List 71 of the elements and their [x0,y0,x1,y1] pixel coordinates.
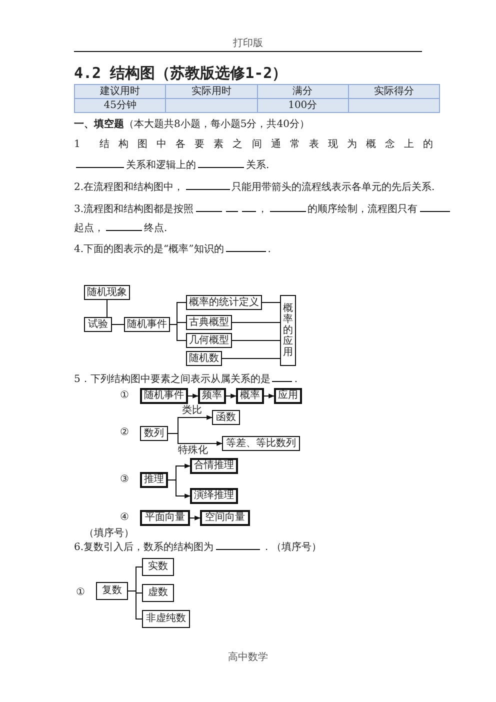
concept-box: 频率 [198,388,226,404]
table-header: 满分 [292,86,313,96]
question-text: 关系. [246,160,270,171]
page-footer: 高中数学 [228,650,268,664]
table-value: 100分 [288,100,318,110]
table-header: 实际用时 [191,86,232,96]
concept-box: 函数 [212,410,240,425]
concept-box: 演绎推理 [190,488,238,504]
connector-line [232,322,280,323]
arrow [226,394,237,398]
concept-box: 实数 [142,558,174,576]
note-text: （填序号） [84,526,134,540]
connector-line [262,302,280,303]
question-text: ， [258,204,268,215]
concept-box: 非虚纯数 [142,610,190,628]
connector-line [170,324,186,341]
question-text: 3.流程图和结构图都是按照 [74,204,194,215]
concept-box: 合情推理 [190,458,238,474]
connector-line [106,300,108,318]
table-value: 45分钟 [104,100,136,110]
option-number: ② [120,426,129,438]
concept-box: 随机事件 [124,317,170,332]
question-text: ．（填序号） [262,542,322,553]
connector-line [128,590,142,620]
concept-box: 随机现象 [84,285,130,300]
concept-box: 数列 [140,426,168,441]
concept-box: 试验 [84,317,112,332]
arrow [264,394,275,398]
concept-box: 随机数 [186,351,222,366]
question-text: 6.复数引入后，数系的结构图为 [74,542,214,553]
table-header: 实际得分 [374,86,414,96]
question-text: 起点， [74,223,104,234]
concept-box: 随机事件 [140,388,188,404]
concept-box: 等差、等比数列 [222,436,300,451]
concept-box: 应用 [274,388,302,404]
question-text: 5．下列结构图中要素之间表示从属关系的是 [74,374,270,385]
connector-line [232,340,280,341]
edge-label: 类比 [182,405,202,416]
option-number: ① [120,389,129,401]
table-header: 建议用时 [100,86,140,96]
question-text: 2.在流程图和结构图中， [74,182,184,193]
section-heading: 一、填空题（本大题共8小题，每小题5分，共40分） [74,118,310,131]
option-number: ④ [120,511,129,523]
concept-box: 古典概型 [186,315,232,330]
question-text: . [294,374,298,385]
arrow [188,394,199,398]
concept-box: 概率的统计定义 [186,295,262,310]
question-text: 只能用带箭头的流程线表示各单元的先后关系. [232,182,435,193]
connector-line [112,324,124,325]
question-text: 终点. [144,223,168,234]
concept-box: 概率 [236,388,264,404]
arrow [168,480,191,498]
question-text: 1 结构图中各要素之间通常表现为概念上的 [74,138,440,152]
page-title: 4.2 结构图（苏教版选修1-2） [74,64,288,83]
concept-box: 复数 [96,582,128,600]
concept-box: 几何概型 [186,333,232,348]
arrow [190,516,201,520]
concept-box: 平面向量 [140,510,190,526]
option-number: ① [76,586,85,598]
question-text: 的顺序绘制，流程图只有 [308,204,418,215]
concept-box: 推理 [140,472,168,488]
page-header: 打印版 [233,36,263,50]
option-number: ③ [120,473,129,485]
vertical-concept-box: 概率的应用 [280,295,296,366]
connector-line [222,358,280,359]
question-text: 4.下面的图表示的是“概率”知识的 [74,244,224,255]
concept-box: 空间向量 [200,510,250,526]
question-text: . [268,244,271,255]
edge-label: 特殊化 [178,445,208,456]
concept-box: 虚数 [142,584,174,602]
question-text: 关系和逻辑上的 [126,160,196,171]
